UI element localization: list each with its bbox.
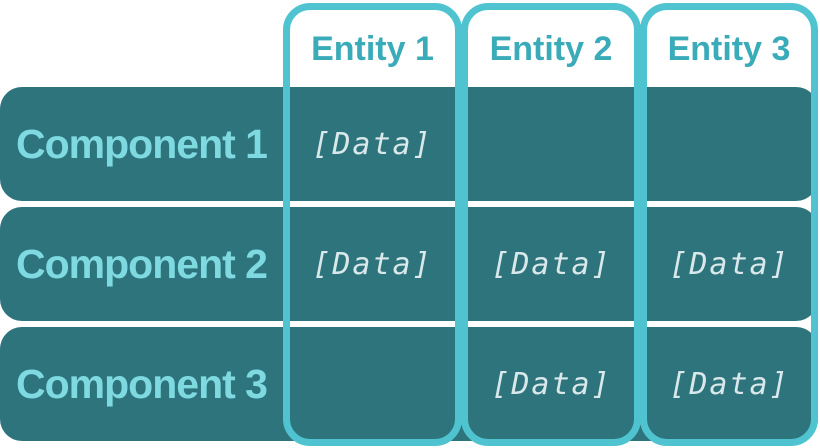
cell-r3c3: [Data] [669,366,790,402]
table-row: Component 1 [Data] [0,87,818,201]
cell-r2c1: [Data] [312,246,433,282]
column-outline-entity-1 [283,3,462,446]
column-outline-entity-2 [461,3,641,446]
cell-r3c2: [Data] [491,366,612,402]
column-header-entity-1: Entity 1 [311,29,434,68]
cell-r2c2: [Data] [491,246,612,282]
column-outline-entity-3 [640,3,818,446]
cell-r2c3: [Data] [669,246,790,282]
cell-r1c1: [Data] [312,126,433,162]
table-row: Component 3 [Data] [Data] [0,327,818,441]
row-label-component-3: Component 3 [16,360,268,407]
column-header-entity-2: Entity 2 [489,29,613,68]
row-label-component-2: Component 2 [16,240,268,287]
column-header-entity-3: Entity 3 [667,29,791,68]
table-row: Component 2 [Data] [Data] [Data] [0,207,818,321]
row-label-component-1: Component 1 [16,120,268,167]
